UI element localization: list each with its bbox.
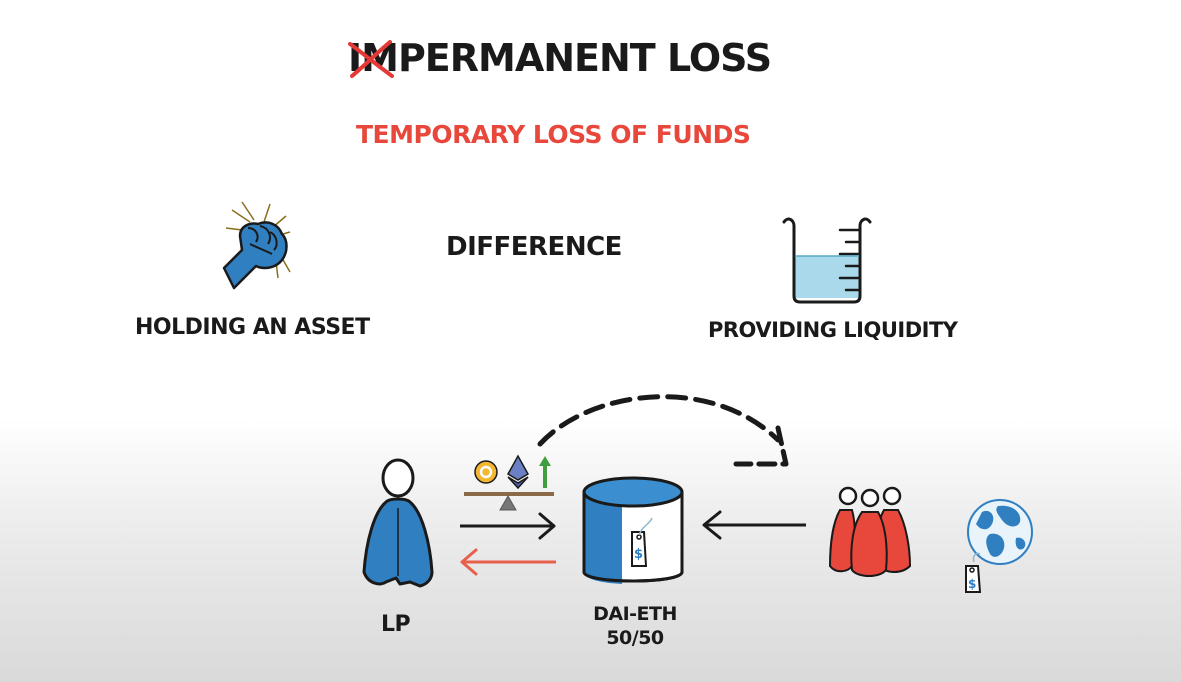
eth-icon: [506, 454, 530, 490]
price-tag-icon: $: [965, 552, 982, 593]
holding-asset-label: HOLDING AN ASSET: [135, 315, 370, 340]
pool-label: DAI-ETH 50/50: [585, 602, 685, 650]
title-rest: PERMANENT LOSS: [397, 36, 772, 80]
globe-icon: $: [965, 499, 1033, 593]
withdraw-arrow-icon: [460, 548, 478, 576]
trade-arrow-icon: [702, 510, 806, 540]
price-up-arrow-icon: [539, 456, 551, 488]
fist-icon: [222, 201, 291, 290]
pool-label-pair: DAI-ETH: [593, 603, 677, 625]
pool-cylinder-icon: $: [582, 476, 684, 584]
strikethrough-icon: [348, 40, 394, 78]
lp-label: LP: [381, 612, 411, 637]
subtitle: TEMPORARY LOSS OF FUNDS: [356, 120, 751, 149]
person-icon: [362, 458, 434, 588]
svg-text:$: $: [968, 577, 976, 591]
dai-coin-icon: [474, 460, 498, 484]
balance-scale-icon: [464, 454, 554, 511]
struck-prefix: IM: [348, 36, 399, 80]
difference-label: DIFFERENCE: [446, 232, 622, 262]
providing-liquidity-label: PROVIDING LIQUIDITY: [708, 318, 958, 342]
dashed-curve-arrow-icon: [537, 394, 789, 467]
page-title: IM PERMANENT LOSS: [348, 36, 772, 80]
price-tag-icon: $: [631, 517, 653, 567]
pool-label-ratio: 50/50: [606, 627, 664, 649]
beaker-icon: [782, 217, 872, 304]
svg-text:$: $: [634, 547, 643, 562]
traders-group-icon: [828, 486, 912, 577]
deposit-arrow-icon: [460, 512, 556, 576]
